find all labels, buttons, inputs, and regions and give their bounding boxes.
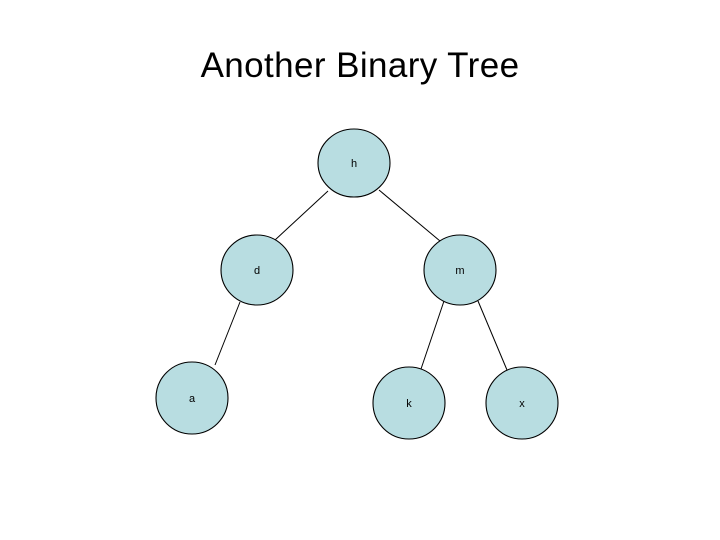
tree-edges-group: [214, 189, 508, 371]
tree-edge-h-m: [378, 189, 441, 242]
tree-node-a[interactable]: a: [155, 361, 229, 435]
tree-node-label-k: k: [406, 398, 412, 410]
tree-node-label-x: x: [519, 398, 525, 410]
tree-node-circle-a: [155, 361, 229, 435]
tree-edge-m-k: [420, 300, 445, 370]
page-title: Another Binary Tree: [200, 46, 520, 85]
tree-node-label-a: a: [189, 393, 196, 405]
tree-edge-d-a: [214, 301, 241, 366]
tree-node-circle-d: [220, 234, 294, 306]
tree-node-label-d: d: [254, 265, 260, 277]
tree-node-circle-m: [423, 234, 497, 306]
tree-node-x[interactable]: x: [485, 366, 559, 440]
tree-node-label-h: h: [351, 158, 357, 170]
tree-node-h[interactable]: h: [317, 128, 391, 198]
tree-node-d[interactable]: d: [220, 234, 294, 306]
tree-node-k[interactable]: k: [372, 366, 446, 440]
tree-nodes-group: h d m a k x: [155, 128, 559, 440]
tree-node-circle-h: [317, 128, 391, 198]
tree-node-m[interactable]: m: [423, 234, 497, 306]
tree-edge-h-d: [274, 190, 329, 241]
tree-node-circle-x: [485, 366, 559, 440]
tree-node-label-m: m: [455, 265, 464, 277]
tree-node-circle-k: [372, 366, 446, 440]
tree-edge-m-x: [477, 300, 508, 371]
